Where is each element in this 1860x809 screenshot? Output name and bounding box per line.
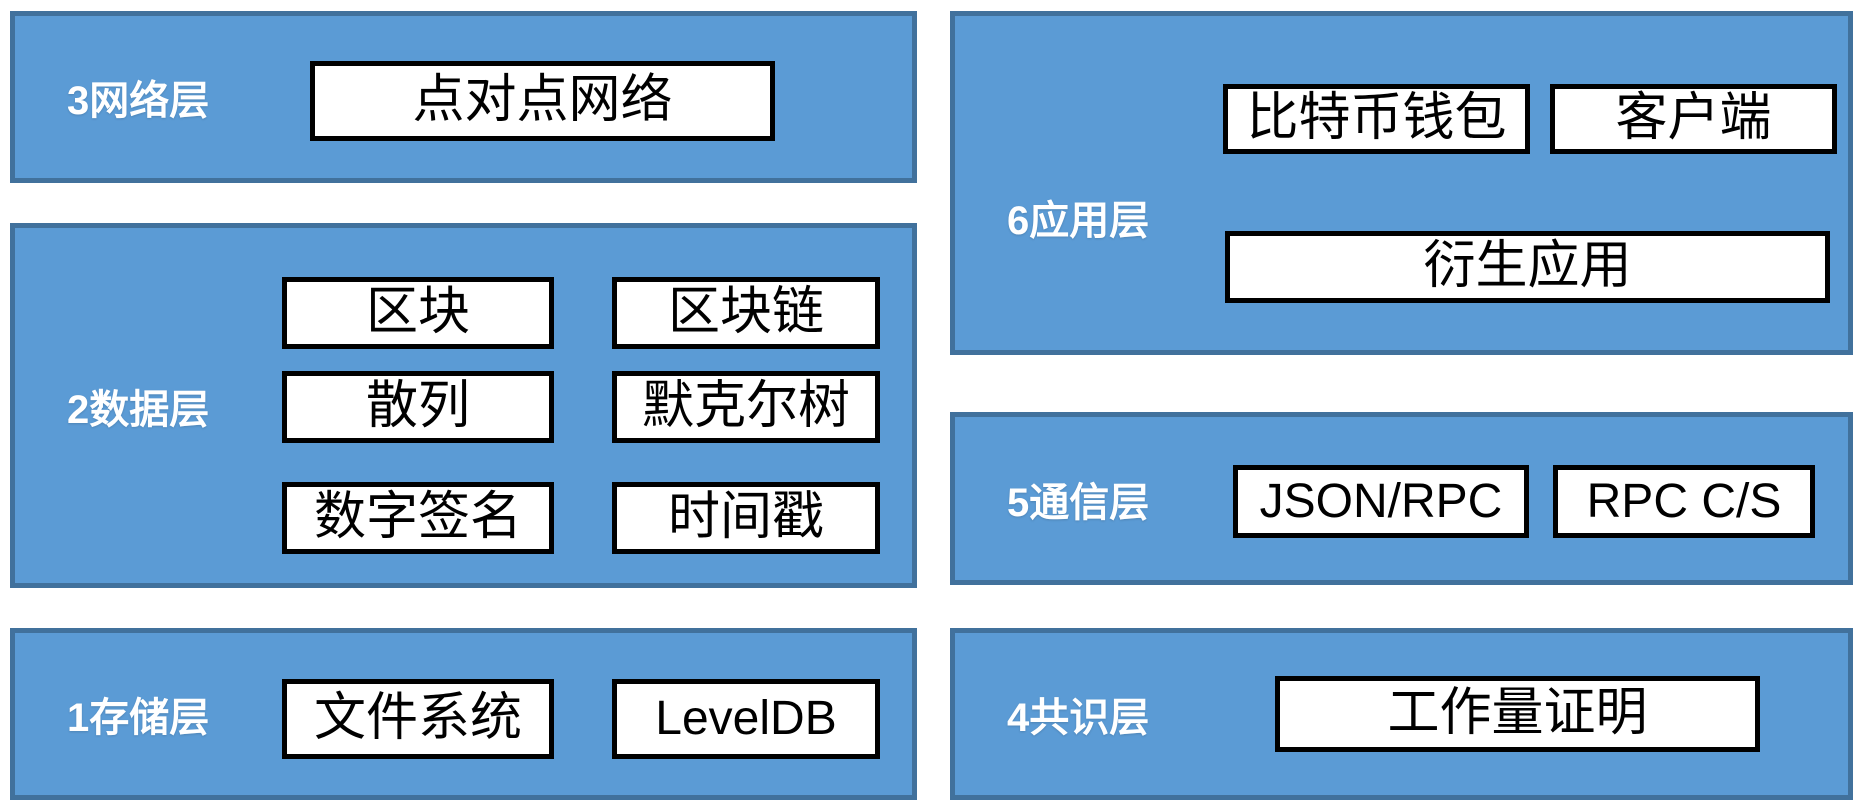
panel-label-application: 6应用层: [1007, 199, 1150, 243]
panel-label-data: 2数据层: [67, 387, 210, 432]
panel-communication-layer: 5通信层 JSON/RPC RPC C/S: [950, 412, 1853, 585]
panel-consensus-layer: 4共识层 工作量证明: [950, 628, 1853, 800]
panel-label-network: 3网络层: [67, 79, 210, 123]
box-rpc-cs: RPC C/S: [1553, 465, 1815, 538]
box-p2p-network: 点对点网络: [310, 61, 775, 141]
panel-data-layer: 2数据层 区块 区块链 散列 默克尔树 数字签名 时间戳: [10, 223, 917, 588]
panel-label-consensus: 4共识层: [1007, 696, 1150, 740]
box-merkle-tree: 默克尔树: [612, 371, 880, 443]
box-bitcoin-wallet: 比特币钱包: [1223, 84, 1530, 154]
panel-application-layer: 6应用层 比特币钱包 客户端 衍生应用: [950, 11, 1853, 355]
box-block: 区块: [282, 277, 554, 349]
box-leveldb: LevelDB: [612, 679, 880, 759]
box-file-system: 文件系统: [282, 679, 554, 759]
panel-label-communication: 5通信层: [1007, 480, 1150, 525]
box-client: 客户端: [1550, 84, 1837, 154]
box-derived-apps: 衍生应用: [1225, 231, 1830, 303]
panel-storage-layer: 1存储层 文件系统 LevelDB: [10, 628, 917, 800]
box-hash: 散列: [282, 371, 554, 443]
panel-network-layer: 3网络层 点对点网络: [10, 11, 917, 183]
box-blockchain: 区块链: [612, 277, 880, 349]
panel-label-storage: 1存储层: [67, 696, 210, 740]
box-proof-of-work: 工作量证明: [1275, 676, 1760, 752]
box-json-rpc: JSON/RPC: [1233, 465, 1529, 538]
box-digital-signature: 数字签名: [282, 482, 554, 554]
box-timestamp: 时间戳: [612, 482, 880, 554]
